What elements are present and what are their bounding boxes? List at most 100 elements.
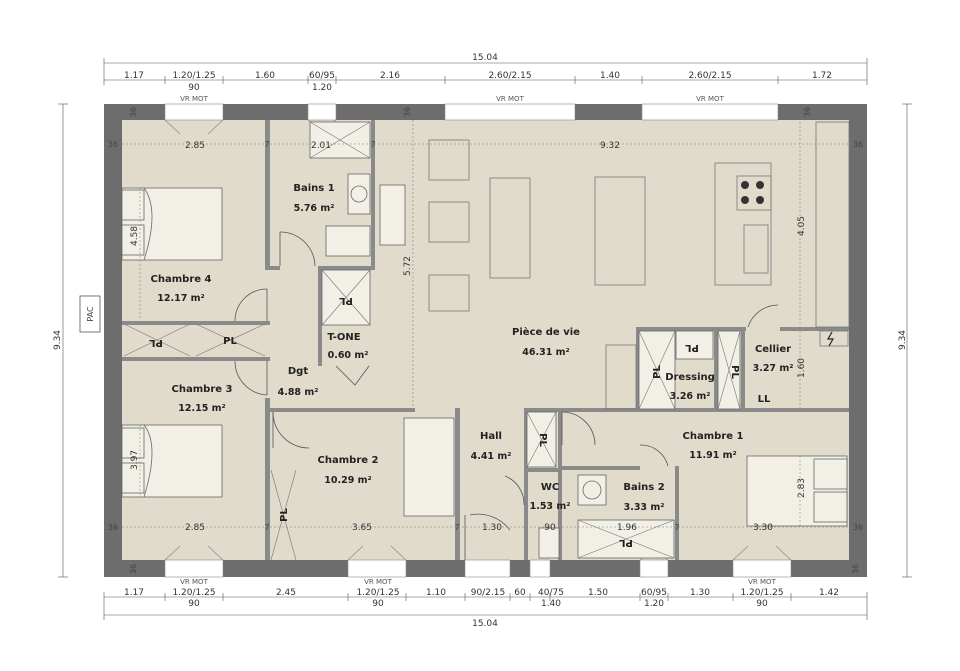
room-area-dgt: 4.88 m² — [278, 387, 319, 398]
dim-285-top: 2.85 — [185, 141, 205, 151]
vr-mot-bottom: VR MOT VR MOT VR MOT — [180, 578, 776, 586]
room-name-chambre2: Chambre 2 — [318, 455, 379, 466]
wall-7: 7 — [264, 140, 269, 149]
placard-label: PL — [537, 433, 548, 447]
room-name-hall: Hall — [480, 431, 502, 442]
pac-label: PAC — [86, 306, 95, 322]
top-dim: 1.20/1.25 — [172, 71, 215, 81]
placard-label: PL — [685, 342, 699, 353]
room-area-vie: 46.31 m² — [522, 347, 569, 358]
room-area-chambre2: 10.29 m² — [324, 475, 371, 486]
overall-height-left: 9.34 — [53, 330, 63, 350]
windows-top — [164, 103, 779, 121]
laundry-label: LL — [758, 394, 771, 405]
placard-label: PL — [223, 336, 237, 347]
interior-walls — [122, 120, 849, 560]
dim-285-bot: 2.85 — [185, 523, 205, 533]
vr-mot-label: VR MOT — [180, 95, 208, 103]
door-swings — [234, 231, 779, 560]
wall-36: 36 — [108, 140, 118, 149]
room-name-wc: WC — [541, 482, 559, 493]
room-name-bains1: Bains 1 — [293, 183, 334, 194]
bottom-dim: 1.10 — [426, 588, 446, 598]
dim-90: 90 — [544, 523, 556, 533]
furniture-beds — [121, 187, 848, 527]
top-dim: 1.72 — [812, 71, 832, 81]
room-name-bains2: Bains 2 — [623, 482, 664, 493]
electrical-panel-icon — [826, 331, 835, 347]
windows-bottom — [164, 559, 792, 578]
wall-36: 36 — [403, 107, 412, 117]
room-labels: Chambre 4 12.17 m² Bains 1 5.76 m² T-ONE… — [151, 183, 794, 513]
wall-36: 36 — [851, 564, 860, 574]
top-dim: 2.60/2.15 — [488, 71, 531, 81]
dim-160: 1.60 — [797, 358, 807, 378]
room-name-chambre1: Chambre 1 — [683, 431, 744, 442]
bottom-dims: 1.17 1.20/1.25 2.45 1.20/1.25 1.10 90/2.… — [124, 588, 839, 609]
placard-label: PL — [339, 295, 353, 306]
room-name-dressing: Dressing — [665, 372, 715, 383]
top-subdim: 90 — [188, 83, 200, 93]
closet-hatches — [123, 121, 741, 561]
pac-unit-box — [79, 295, 101, 333]
wall-36: 36 — [129, 107, 138, 117]
dim-283: 2.83 — [797, 478, 807, 498]
dim-ticks — [58, 58, 912, 620]
room-name-tone: T-ONE — [327, 332, 360, 343]
vr-mot-label: VR MOT — [364, 578, 392, 586]
dim-932: 9.32 — [600, 141, 620, 151]
top-dim: 1.17 — [124, 71, 144, 81]
bottom-dim: 1.17 — [124, 588, 144, 598]
wall-annotations: 36 36 36 36 36 36 36 36 36 7 7 7 7 7 — [108, 107, 863, 574]
dim-330: 3.30 — [753, 523, 773, 533]
room-area-hall: 4.41 m² — [471, 451, 512, 462]
bottom-dim: 90/2.15 — [471, 588, 506, 598]
wall-7: 7 — [454, 523, 459, 532]
room-name-cellier: Cellier — [755, 344, 791, 355]
dim-365: 3.65 — [352, 523, 372, 533]
room-area-dressing: 3.26 m² — [670, 391, 711, 402]
top-dim: 1.60 — [255, 71, 275, 81]
top-dim: 2.16 — [380, 71, 400, 81]
bottom-dim: 1.20/1.25 — [172, 588, 215, 598]
room-name-chambre4: Chambre 4 — [151, 274, 212, 285]
dim-397: 3.97 — [130, 450, 140, 470]
wall-7: 7 — [674, 523, 679, 532]
interior-dims: 2.85 2.01 9.32 4.58 5.72 4.05 3.97 1.60 … — [130, 141, 807, 533]
dim-458: 4.58 — [130, 226, 140, 246]
room-area-tone: 0.60 m² — [328, 350, 369, 361]
cooktop — [741, 181, 764, 204]
overall-width-bottom: 15.04 — [472, 619, 498, 629]
vr-mot-label: VR MOT — [696, 95, 724, 103]
bottom-subdim: 90 — [756, 599, 768, 609]
room-area-bains1: 5.76 m² — [294, 203, 335, 214]
bottom-subdim: 90 — [188, 599, 200, 609]
bottom-dim: 1.20/1.25 — [740, 588, 783, 598]
placard-label: PL — [652, 365, 663, 379]
wall-7: 7 — [264, 523, 269, 532]
wall-36: 36 — [853, 523, 863, 532]
bottom-dim: 60/95 — [641, 588, 667, 598]
dim-196: 1.96 — [617, 523, 637, 533]
placard-label: PL — [729, 365, 740, 379]
placard-label: PL — [619, 537, 633, 548]
vr-mot-label: VR MOT — [496, 95, 524, 103]
overall-width-top: 15.04 — [472, 53, 498, 63]
dim-405: 4.05 — [797, 216, 807, 236]
wall-7: 7 — [370, 140, 375, 149]
room-name-dgt: Dgt — [288, 366, 308, 377]
bottom-subdim: 1.20 — [644, 599, 664, 609]
wall-36: 36 — [108, 523, 118, 532]
vr-mot-label: VR MOT — [180, 578, 208, 586]
room-name-chambre3: Chambre 3 — [172, 384, 233, 395]
top-dim: 60/95 — [309, 71, 335, 81]
bottom-subdim: 1.40 — [541, 599, 561, 609]
interior-dim-lines — [122, 120, 849, 528]
room-area-cellier: 3.27 m² — [753, 363, 794, 374]
dim-130: 1.30 — [482, 523, 502, 533]
outer-dim-lines — [62, 62, 908, 616]
top-subdim: 1.20 — [312, 83, 332, 93]
furniture-living — [428, 121, 850, 410]
bottom-dim: 1.42 — [819, 588, 839, 598]
dim-201: 2.01 — [311, 141, 331, 151]
